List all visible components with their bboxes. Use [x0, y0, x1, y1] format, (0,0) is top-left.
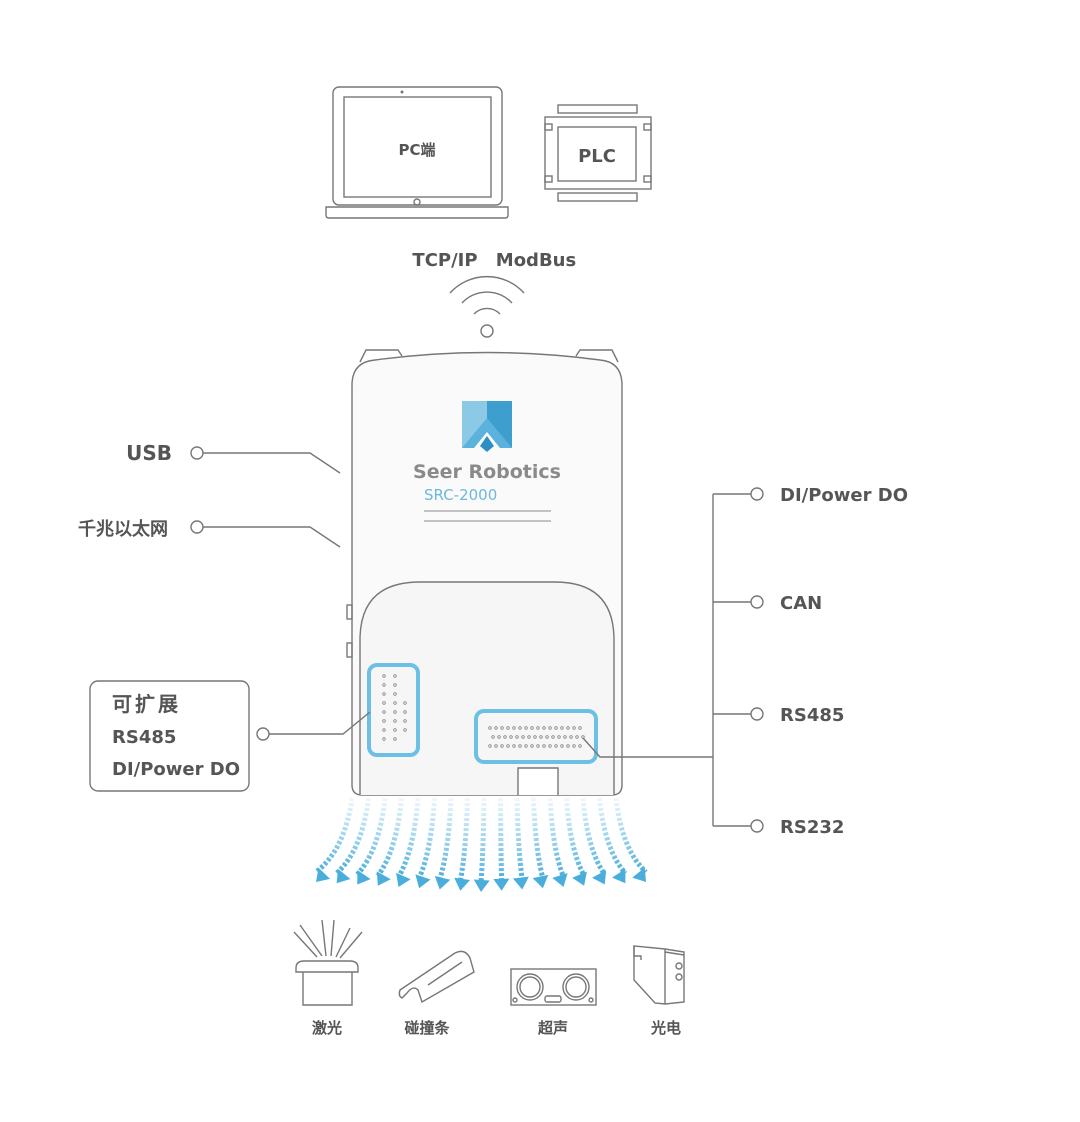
brand-name: Seer Robotics: [413, 461, 561, 483]
bus-leader-line: [582, 737, 713, 758]
expansion-box: [89, 680, 250, 792]
ethernet-label: 千兆以太网: [78, 518, 168, 540]
signal-arrow: [454, 797, 471, 891]
signal-arrow: [547, 797, 568, 887]
tcpip-label: TCP/IP: [412, 250, 477, 271]
pc-label: PC端: [398, 141, 435, 159]
port-dipower: DI/Power DO: [713, 485, 908, 506]
expansion-leader-line: [269, 711, 371, 735]
model-name: SRC-2000: [424, 486, 497, 504]
signal-arrow: [415, 797, 437, 889]
modbus-label: ModBus: [496, 250, 576, 271]
port-rs232: RS232: [713, 817, 844, 838]
signal-arrow: [434, 797, 454, 890]
signal-arrows: [314, 797, 648, 892]
signal-arrow: [375, 797, 404, 886]
port-label: RS232: [780, 817, 844, 838]
sensor-label: 光电: [650, 1019, 681, 1037]
signal-arrow: [512, 797, 529, 890]
ethernet-port-marker: [190, 520, 204, 534]
sensor-label: 激光: [312, 1019, 342, 1037]
signal-arrow: [580, 797, 607, 885]
laptop-icon: [325, 86, 509, 219]
usb-leader-line: [203, 452, 341, 474]
photoelectric-icon: [633, 945, 685, 1005]
signal-arrow: [334, 797, 371, 884]
ultrasonic-icon: [510, 968, 597, 1006]
ethernet-leader-line: [203, 526, 341, 548]
plc-label: PLC: [578, 146, 616, 167]
port-rs485: RS485: [713, 705, 844, 726]
seer-logo-icon: [462, 401, 512, 452]
sensor-label: 超声: [537, 1019, 568, 1037]
expansion-item: RS485: [112, 727, 176, 748]
signal-arrow: [597, 797, 628, 884]
laser-icon: [293, 919, 363, 1006]
expansion-port-marker: [256, 727, 270, 741]
plc-icon: [544, 104, 652, 202]
left-connector: [367, 663, 420, 757]
port-can: CAN: [713, 593, 822, 614]
port-label: DI/Power DO: [780, 485, 908, 506]
port-label: CAN: [780, 593, 822, 614]
sensor-label: 碰撞条: [404, 1019, 450, 1037]
signal-arrow: [396, 797, 421, 887]
usb-label: USB: [126, 441, 172, 465]
signal-arrow: [613, 797, 648, 882]
signal-arrow: [493, 797, 510, 891]
wifi-icon: [449, 276, 525, 338]
right-connector: [474, 709, 598, 764]
expansion-item: DI/Power DO: [112, 759, 240, 780]
signal-arrow: [473, 797, 490, 892]
signal-arrow: [314, 797, 355, 882]
bumper-icon: [398, 950, 475, 1004]
port-label: RS485: [780, 705, 844, 726]
signal-arrow: [355, 797, 388, 885]
signal-arrow: [564, 797, 587, 886]
signal-arrow: [531, 797, 549, 889]
usb-port-marker: [190, 446, 204, 460]
expansion-title: 可扩展: [112, 692, 181, 716]
